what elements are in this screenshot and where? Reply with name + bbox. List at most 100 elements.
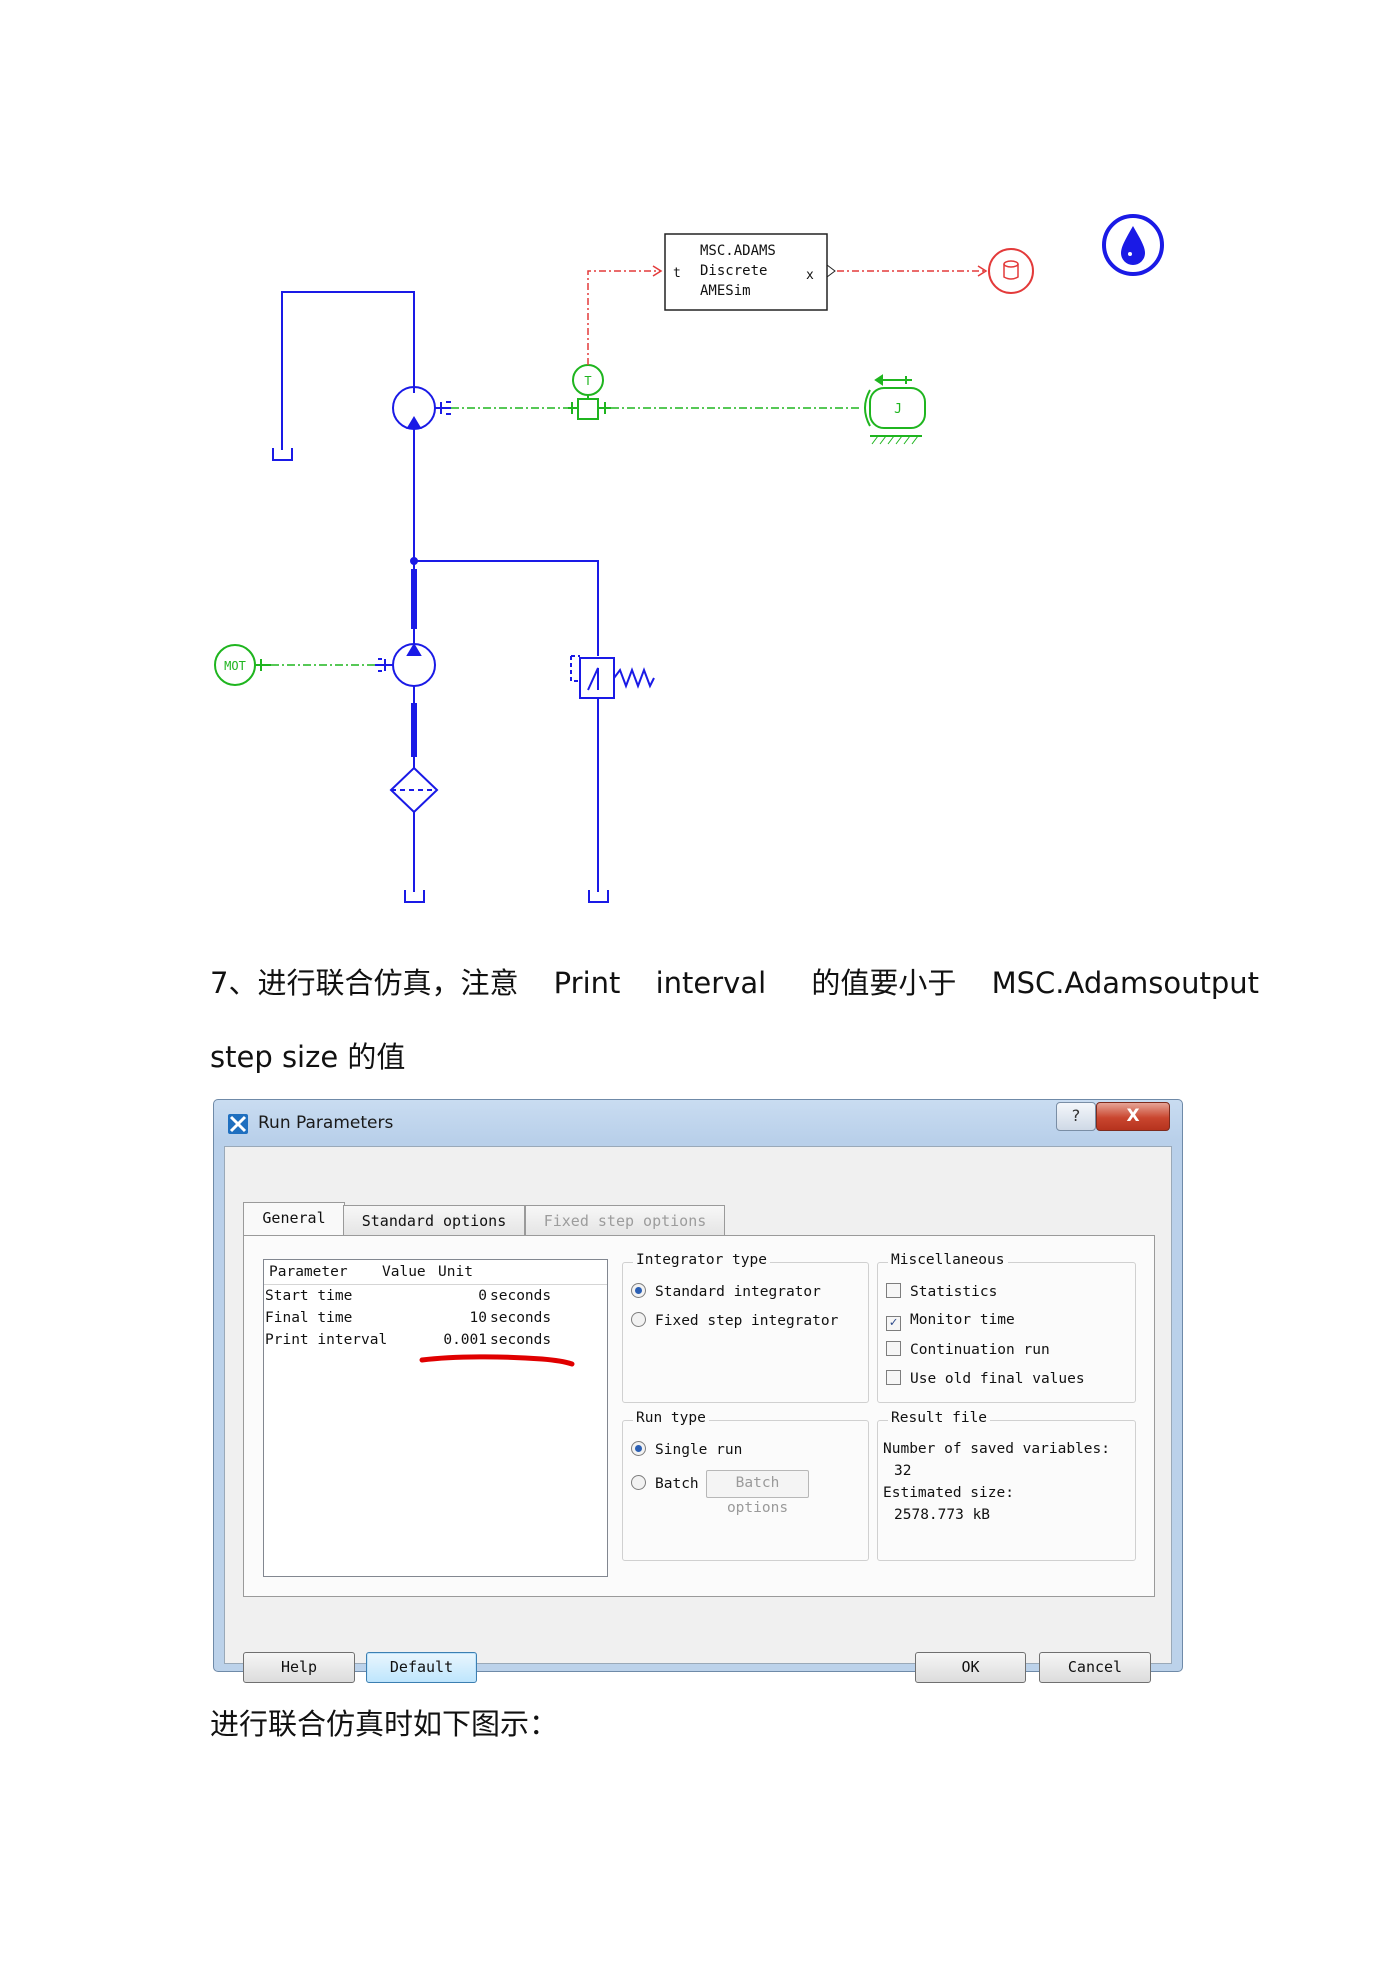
row-value: 0.001 — [443, 1332, 487, 1348]
step7-adams: MSC.Adams — [991, 966, 1164, 1000]
radio-icon[interactable] — [631, 1475, 646, 1490]
option-label: Standard integrator — [655, 1284, 821, 1300]
default-button[interactable]: Default — [366, 1652, 477, 1683]
radio-icon[interactable] — [631, 1312, 646, 1327]
checkbox-monitor-time[interactable]: ✓ Monitor time — [886, 1312, 1015, 1331]
row-unit: seconds — [490, 1332, 552, 1348]
step7-line2: step size 的值 — [210, 1034, 405, 1076]
batch-options-button: Batch options — [706, 1470, 809, 1516]
block-port-out: x — [806, 268, 814, 283]
general-panel: Parameter Value Unit Start time 0 second… — [243, 1235, 1155, 1597]
amesim-schematic: T J MOT MSC.ADAMS Discrete AMESim t x — [214, 214, 1164, 903]
dialog-client: General Standard options Fixed step opti… — [224, 1146, 1172, 1683]
estimated-size-label: Estimated size: — [883, 1485, 1014, 1501]
radio-fixed-step-integrator[interactable]: Fixed step integrator — [631, 1312, 838, 1329]
pump-triangle — [406, 643, 422, 656]
checkmark-icon[interactable]: ✓ — [886, 1316, 901, 1331]
option-label: Statistics — [910, 1284, 998, 1300]
hydraulic-line — [281, 291, 415, 450]
checkbox-use-old-final-values[interactable]: Use old final values — [886, 1370, 1085, 1387]
integrator-type-group: Integrator type Standard integrator Fixe… — [622, 1252, 869, 1403]
result-file-group: Result file Number of saved variables: 3… — [877, 1410, 1136, 1561]
integrator-type-label: Integrator type — [633, 1252, 770, 1268]
run-type-label: Run type — [633, 1410, 709, 1426]
step7-line1: 7、进行联合仿真，注意 Print interval 的值要小于 MSC.Ada… — [210, 960, 1259, 1002]
tank-symbol — [588, 890, 609, 903]
radio-single-run[interactable]: Single run — [631, 1441, 742, 1458]
step7-text-b: 的值要小于 — [811, 966, 957, 1000]
option-label: Single run — [655, 1442, 743, 1458]
step7-text-a: 7、进行联合仿真，注意 — [210, 966, 519, 1000]
saved-vars-label: Number of saved variables: — [883, 1441, 1110, 1457]
inertia-label: J — [894, 402, 902, 417]
motor-triangle — [406, 416, 422, 429]
radio-icon[interactable] — [631, 1441, 646, 1456]
spring-symbol — [613, 667, 655, 689]
tank-symbol — [404, 890, 425, 903]
app-icon — [228, 1114, 248, 1134]
radio-icon[interactable] — [631, 1283, 646, 1298]
block-label-line1: MSC.ADAMS — [700, 243, 776, 259]
close-button[interactable]: X — [1096, 1102, 1170, 1131]
table-row[interactable]: Start time 0 seconds — [264, 1288, 607, 1308]
header-parameter[interactable]: Parameter — [269, 1264, 348, 1280]
run-parameters-dialog: Run Parameters ? X General Standard opti… — [213, 1099, 1183, 1683]
red-underline-annotation — [419, 1354, 575, 1367]
help-title-button[interactable]: ? — [1056, 1102, 1096, 1131]
miscellaneous-group: Miscellaneous Statistics ✓ Monitor time C… — [877, 1252, 1136, 1403]
estimated-size-value: 2578.773 kB — [894, 1507, 991, 1523]
row-value: 0 — [478, 1288, 487, 1304]
output-sink — [988, 248, 1034, 294]
tank-symbol — [272, 448, 293, 461]
option-label: Fixed step integrator — [655, 1313, 839, 1329]
torque-sensor-body — [577, 398, 599, 420]
dialog-title: Run Parameters — [258, 1113, 394, 1133]
header-unit[interactable]: Unit — [438, 1264, 473, 1280]
checkbox-continuation-run[interactable]: Continuation run — [886, 1341, 1050, 1358]
table-header: Parameter Value Unit — [264, 1260, 607, 1285]
tab-standard-options[interactable]: Standard options — [343, 1205, 525, 1236]
tab-fixed-step-options: Fixed step options — [525, 1205, 725, 1236]
inertia-body — [869, 387, 926, 429]
parameter-table[interactable]: Parameter Value Unit Start time 0 second… — [263, 1259, 608, 1577]
checkbox-icon[interactable] — [886, 1341, 901, 1356]
adams-cosim-block — [664, 233, 828, 311]
checkbox-icon[interactable] — [886, 1283, 901, 1298]
saved-vars-value: 32 — [894, 1463, 912, 1479]
radio-batch[interactable]: Batch — [631, 1475, 699, 1492]
cancel-button[interactable]: Cancel — [1039, 1652, 1151, 1683]
table-row[interactable]: Final time 10 seconds — [264, 1310, 607, 1330]
row-param: Start time — [265, 1288, 353, 1304]
checkbox-icon[interactable] — [886, 1370, 901, 1385]
step7-output: output — [1163, 966, 1260, 1000]
step7-step-size: step size — [210, 1040, 339, 1074]
block-port-in: t — [673, 266, 681, 281]
help-button[interactable]: Help — [243, 1652, 355, 1683]
radio-standard-integrator[interactable]: Standard integrator — [631, 1283, 821, 1300]
checkbox-statistics[interactable]: Statistics — [886, 1283, 997, 1300]
result-file-label: Result file — [888, 1410, 991, 1426]
row-param: Final time — [265, 1310, 353, 1326]
option-label: Batch — [655, 1476, 699, 1492]
run-type-group: Run type Single run Batch Batch options — [622, 1410, 869, 1561]
option-label: Monitor time — [910, 1312, 1015, 1328]
option-label: Use old final values — [910, 1371, 1085, 1387]
hydraulic-line — [414, 560, 599, 656]
block-label-line2: Discrete — [700, 263, 767, 279]
block-label-line3: AMESim — [700, 283, 751, 299]
table-row[interactable]: Print interval 0.001 seconds — [264, 1332, 607, 1352]
row-unit: seconds — [490, 1288, 552, 1304]
option-label: Continuation run — [910, 1342, 1050, 1358]
after-dialog-text: 进行联合仿真时如下图示： — [210, 1707, 559, 1741]
motor-label: MOT — [224, 659, 246, 673]
tab-general[interactable]: General — [243, 1202, 345, 1236]
header-value[interactable]: Value — [382, 1264, 426, 1280]
torque-sensor-label: T — [584, 374, 591, 388]
step7-text-c: 的值 — [347, 1040, 406, 1074]
step7-interval: interval — [655, 966, 767, 1000]
ok-button[interactable]: OK — [915, 1652, 1026, 1683]
row-unit: seconds — [490, 1310, 552, 1326]
step7-print: Print — [553, 966, 621, 1000]
row-value: 10 — [469, 1310, 487, 1326]
miscellaneous-label: Miscellaneous — [888, 1252, 1008, 1268]
